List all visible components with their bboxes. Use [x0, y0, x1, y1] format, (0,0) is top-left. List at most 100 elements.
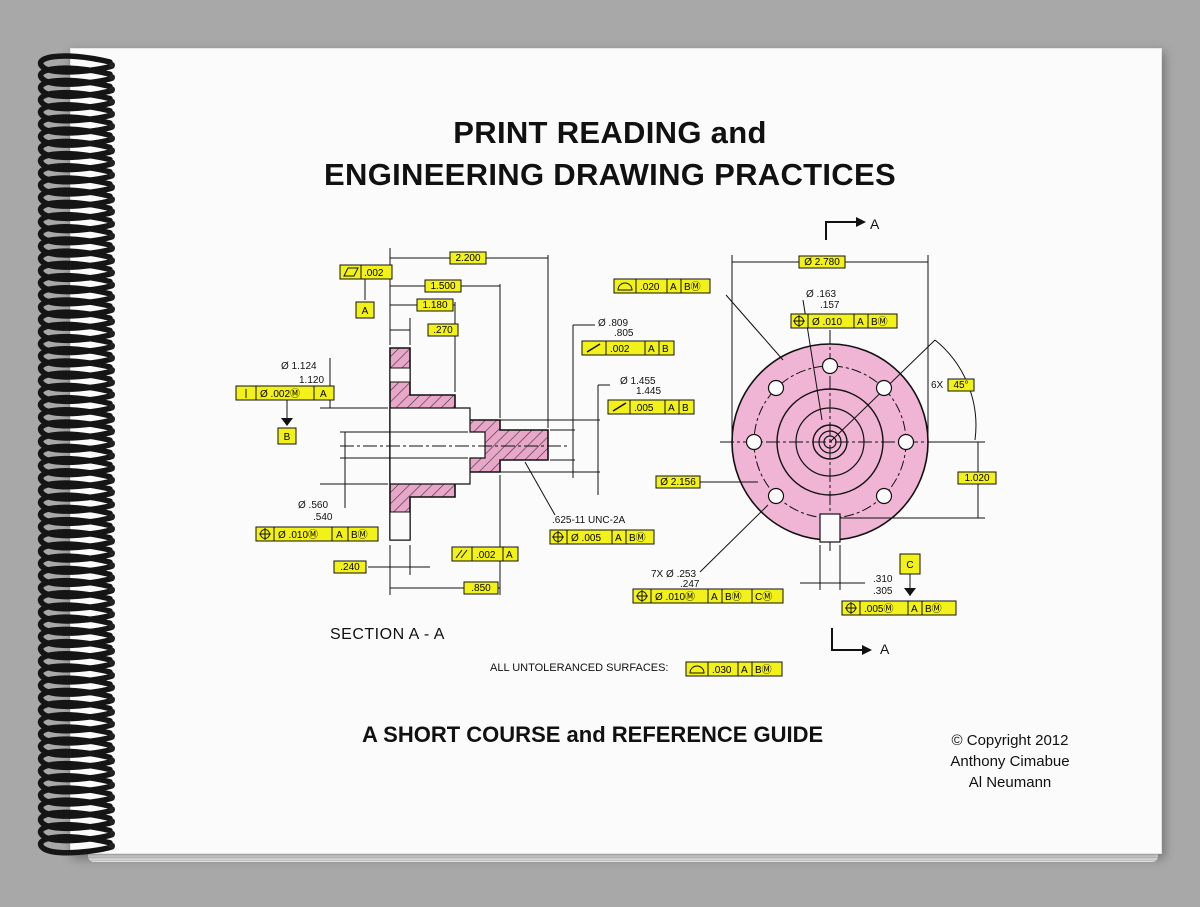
section-view	[320, 248, 610, 595]
hole-253: 7X Ø .253	[651, 569, 696, 580]
binding-hole	[109, 696, 115, 703]
binding-hole	[109, 232, 115, 239]
fcf-holes-a: A	[711, 592, 718, 603]
dia-540: .540	[313, 512, 333, 523]
copyright-line: © Copyright 2012	[951, 732, 1069, 749]
fcf-profile-tol: .020	[640, 282, 660, 293]
binding-hole	[109, 74, 115, 81]
binding-hole	[109, 318, 115, 325]
dia-1124: Ø 1.124	[281, 361, 317, 372]
binding-hole	[109, 171, 115, 178]
binding-hole	[109, 513, 115, 520]
fcf-untol-b: BⓂ	[755, 664, 772, 676]
front-view	[699, 221, 985, 651]
fcf-thread-tol: Ø .005	[571, 533, 601, 544]
binding-hole	[109, 98, 115, 105]
fcf-pos1-tol: Ø .010Ⓜ	[278, 529, 318, 541]
dim-2156: Ø 2.156	[660, 477, 696, 488]
fcf-pos163-a: A	[857, 317, 864, 328]
section-keyhole-bottom	[389, 511, 411, 541]
fcf-slot-tol: .005Ⓜ	[864, 603, 893, 615]
binding-hole	[109, 342, 115, 349]
fcf-flatness-value: .002	[364, 268, 384, 279]
binding-hole	[109, 769, 115, 776]
binding-hole	[109, 806, 115, 813]
binding-hole	[109, 476, 115, 483]
binding-hole	[109, 672, 115, 678]
binding-hole	[109, 330, 115, 337]
binding-hole	[109, 611, 115, 617]
binding-hole	[109, 208, 115, 215]
binding-hole	[109, 452, 115, 459]
hole-247: .247	[680, 579, 700, 590]
binding-hole	[109, 147, 115, 154]
front-dim-boxes: Ø 2.780 Ø 2.156 1.020 45° .020 A BⓂ Ø .0…	[613, 255, 997, 677]
binding-hole	[109, 220, 115, 227]
datum-c: C	[906, 560, 913, 571]
datum-a: A	[362, 306, 369, 317]
untoleranced-note: ALL UNTOLERANCED SURFACES:	[490, 662, 669, 674]
fcf-runout1-tol: .002	[610, 344, 630, 355]
binding-hole	[109, 586, 115, 593]
section-keyhole-top	[389, 367, 411, 383]
fcf-runout2-tol: .005	[634, 403, 654, 414]
fcf-pos163-b: BⓂ	[871, 316, 888, 328]
section-dim-texts: Ø 1.124 1.120 Ø .809 .805 Ø 1.455 1.445 …	[281, 318, 661, 526]
fcf-parallel-tol: .002	[476, 550, 496, 561]
title-line-2: ENGINEERING DRAWING PRACTICES	[324, 157, 896, 192]
dim-1500: 1.500	[430, 281, 455, 292]
spiral-binding	[37, 53, 115, 856]
section-marker-bottom: A	[880, 641, 890, 657]
binding-hole	[109, 354, 115, 361]
dim-240: .240	[340, 562, 360, 573]
binding-hole	[109, 440, 115, 447]
binding-hole	[109, 550, 115, 556]
binding-hole	[109, 306, 115, 312]
binding-hole	[109, 525, 115, 532]
dia-560: Ø .560	[298, 500, 328, 511]
binding-hole	[109, 842, 115, 849]
binding-hole	[109, 184, 115, 190]
section-fcf: .002 A Ø .002Ⓜ A B .002 A B .005 A B	[235, 264, 695, 562]
fcf-holes-c: CⓂ	[755, 591, 772, 603]
fcf-holes-tol: Ø .010Ⓜ	[655, 591, 695, 603]
binding-hole	[109, 391, 115, 398]
binding-hole	[109, 684, 115, 691]
binding-hole	[109, 635, 115, 642]
angle-count: 6X	[931, 380, 944, 391]
book-cover	[70, 48, 1162, 854]
fcf-profile-a: A	[670, 282, 677, 293]
binding-hole	[109, 110, 115, 117]
binding-hole	[109, 269, 115, 276]
copyright-block: © Copyright 2012 Anthony Cimabue Al Neum…	[920, 730, 1100, 793]
fcf-thread-a: A	[615, 533, 622, 544]
dia-1120: 1.120	[299, 375, 324, 386]
binding-hole	[109, 757, 115, 764]
binding-hole	[109, 598, 115, 605]
fcf-pos1-a: A	[336, 530, 343, 541]
binding-hole	[109, 403, 115, 410]
section-marker-top: A	[870, 216, 880, 232]
subtitle: A SHORT COURSE and REFERENCE GUIDE	[362, 722, 824, 747]
binding-hole	[109, 245, 115, 251]
binding-hole	[109, 379, 115, 386]
fcf-runout2-a: A	[668, 403, 675, 414]
title-line-1: PRINT READING and	[453, 115, 767, 150]
fcf-slot-b: BⓂ	[925, 603, 942, 615]
binding-hole	[109, 830, 115, 837]
binding-hole	[109, 794, 115, 800]
fcf-runout1-a: A	[648, 344, 655, 355]
fcf-profile-b: BⓂ	[684, 281, 701, 293]
fcf-untol-tol: .030	[712, 665, 732, 676]
binding-hole	[109, 159, 115, 166]
binding-hole	[109, 501, 115, 508]
fcf-untol-a: A	[741, 665, 748, 676]
binding-hole	[109, 257, 115, 264]
binding-hole	[109, 745, 115, 752]
slot-310: .310	[873, 574, 893, 585]
fcf-perp-tol: Ø .002Ⓜ	[260, 388, 300, 400]
binding-hole	[109, 367, 115, 373]
fcf-thread-b: BⓂ	[629, 532, 646, 544]
section-dim-boxes: 2.200 1.500 1.180 .270 .240 .850	[333, 251, 499, 595]
